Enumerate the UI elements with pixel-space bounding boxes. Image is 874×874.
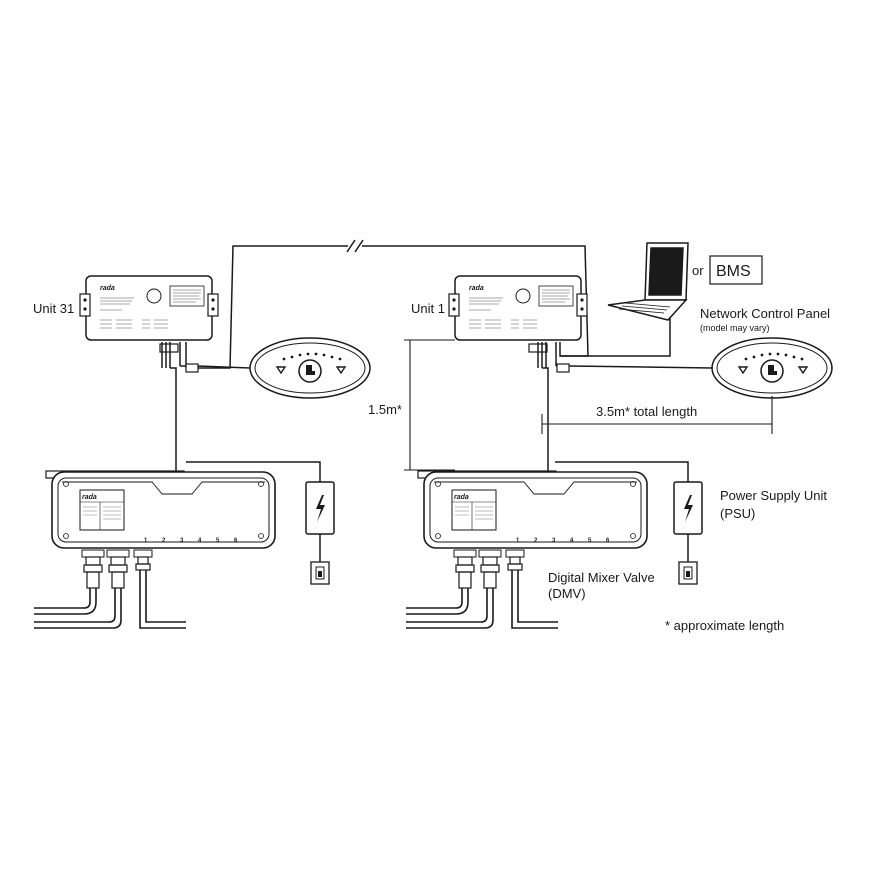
unit-1-controller: rada: [448, 275, 588, 353]
dimension-horizontal: [541, 396, 773, 434]
unit-31-dmv: rada 1 2 3 4 5 6: [33, 470, 276, 629]
svg-text:1: 1: [144, 538, 148, 544]
unit-31-brand: rada: [100, 285, 115, 292]
svg-text:4: 4: [198, 538, 202, 544]
unit-1-brand: rada: [469, 285, 484, 292]
dmv-label: Digital Mixer Valve: [548, 570, 655, 585]
laptop-computer: [607, 242, 689, 321]
unit-31-dmv-brand: rada: [82, 494, 97, 501]
dimension-vertical: [404, 339, 455, 471]
network-control-panel-subtitle: (model may vary): [700, 323, 770, 333]
unit-31-controller: rada: [79, 275, 219, 353]
network-control-panel-label: Network Control Panel: [700, 306, 830, 321]
svg-text:2: 2: [534, 538, 538, 544]
unit-31-wiring: [161, 342, 321, 562]
svg-text:5: 5: [216, 538, 220, 544]
unit-1-group: rada Unit 1 or BMS Ne: [368, 242, 833, 629]
dimension-vertical-label: 1.5m*: [368, 402, 402, 417]
svg-text:3: 3: [180, 538, 184, 544]
svg-text:3: 3: [552, 538, 556, 544]
unit-31-psu: [305, 481, 335, 535]
unit-31-control-panel: [249, 337, 371, 399]
unit-1-control-panel: [711, 337, 833, 399]
bms-label: BMS: [716, 263, 751, 280]
psu-label: Power Supply Unit: [720, 488, 827, 503]
svg-text:5: 5: [588, 538, 592, 544]
or-label: or: [692, 263, 704, 278]
svg-text:6: 6: [234, 538, 238, 544]
psu-label-abbr: (PSU): [720, 506, 755, 521]
unit-1-dmv-brand: rada: [454, 494, 469, 501]
unit-31-dmv-terminals: 1 2 3 4 5 6: [144, 538, 238, 544]
unit-31-label: Unit 31: [33, 301, 74, 316]
unit-31-cable-joint: [185, 363, 199, 373]
unit-1-power-socket: [678, 561, 698, 585]
unit-1-dmv: rada 1 2 3 4 5 6: [405, 470, 648, 629]
unit-1-psu: [673, 481, 703, 535]
unit-1-dmv-terminals: 1 2 3 4 5 6: [516, 538, 610, 544]
unit-1-label: Unit 1: [411, 301, 445, 316]
unit-1-cable-joint: [556, 363, 570, 373]
svg-text:1: 1: [516, 538, 520, 544]
dmv-label-abbr: (DMV): [548, 586, 586, 601]
dimension-horizontal-label: 3.5m* total length: [596, 404, 697, 419]
svg-text:4: 4: [570, 538, 574, 544]
bms-box: [709, 255, 763, 285]
svg-text:2: 2: [162, 538, 166, 544]
unit-31-group: rada Unit 31 rada 1: [33, 275, 371, 629]
unit-31-power-socket: [310, 561, 330, 585]
approximate-length-note: * approximate length: [665, 618, 784, 633]
svg-text:6: 6: [606, 538, 610, 544]
